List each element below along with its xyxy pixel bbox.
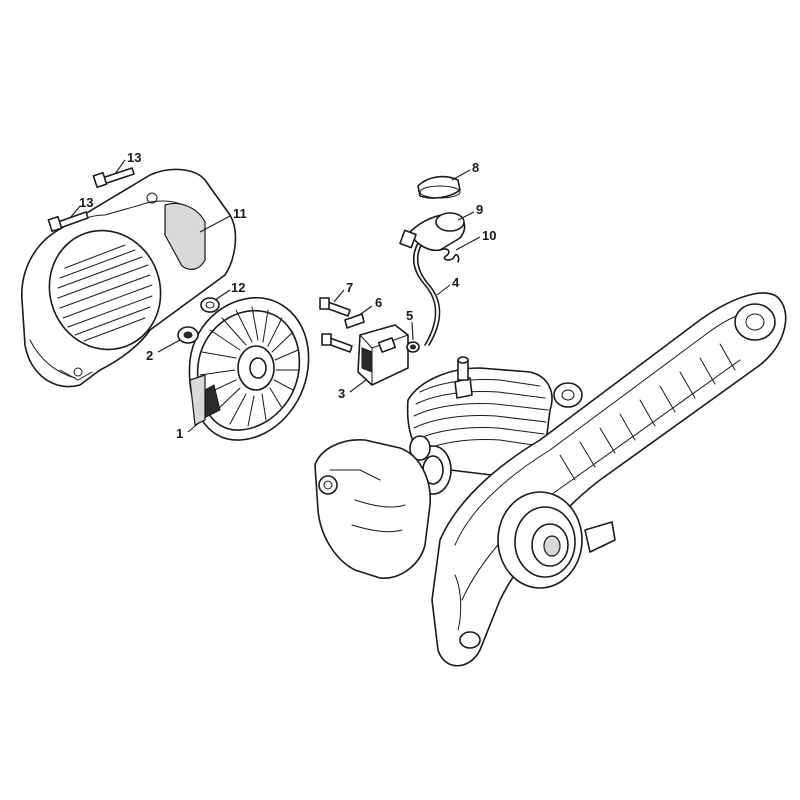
spark-plug-boot: [399, 212, 466, 252]
callout-5: 5: [406, 308, 413, 323]
flywheel-fins: [199, 306, 299, 427]
callout-9: 9: [476, 202, 483, 217]
flywheel: [188, 297, 310, 441]
cutter-arm: [431, 292, 787, 667]
callout-labels: 13 13 11 12 2 1 8 9 10 7 6 5 4 3: [79, 150, 496, 441]
callout-1: 1: [176, 426, 183, 441]
callout-7: 7: [346, 280, 353, 295]
boot-cap: [417, 175, 461, 199]
arm-ribs: [559, 343, 736, 481]
fan-housing: [21, 168, 237, 388]
flywheel-nut: [177, 326, 199, 344]
spark-plug-spring: [439, 248, 460, 263]
callout-4: 4: [452, 275, 460, 290]
module-screw-upper: [319, 297, 351, 317]
callout-6: 6: [375, 295, 382, 310]
clutch-pulley: [497, 491, 616, 589]
crankcase: [314, 439, 431, 579]
callout-8: 8: [472, 160, 479, 175]
ignition-lead: [412, 239, 441, 346]
housing-screw-upper: [92, 167, 135, 189]
fan-housing-grille: [57, 244, 153, 342]
grommet: [406, 341, 420, 353]
module-screw-lower: [321, 333, 353, 353]
callout-10: 10: [482, 228, 496, 243]
callout-12: 12: [231, 280, 245, 295]
callout-2: 2: [146, 348, 153, 363]
wire-clip: [344, 313, 365, 329]
callout-3: 3: [338, 386, 345, 401]
callout-11: 11: [233, 206, 247, 221]
flywheel-washer: [200, 297, 220, 313]
belt-tensioner: [553, 382, 583, 408]
leader-lines: [69, 159, 481, 433]
ignition-module: [357, 324, 409, 386]
callout-13-upper: 13: [127, 150, 141, 165]
callout-13-lower: 13: [79, 195, 93, 210]
housing-screw-lower: [47, 211, 89, 233]
